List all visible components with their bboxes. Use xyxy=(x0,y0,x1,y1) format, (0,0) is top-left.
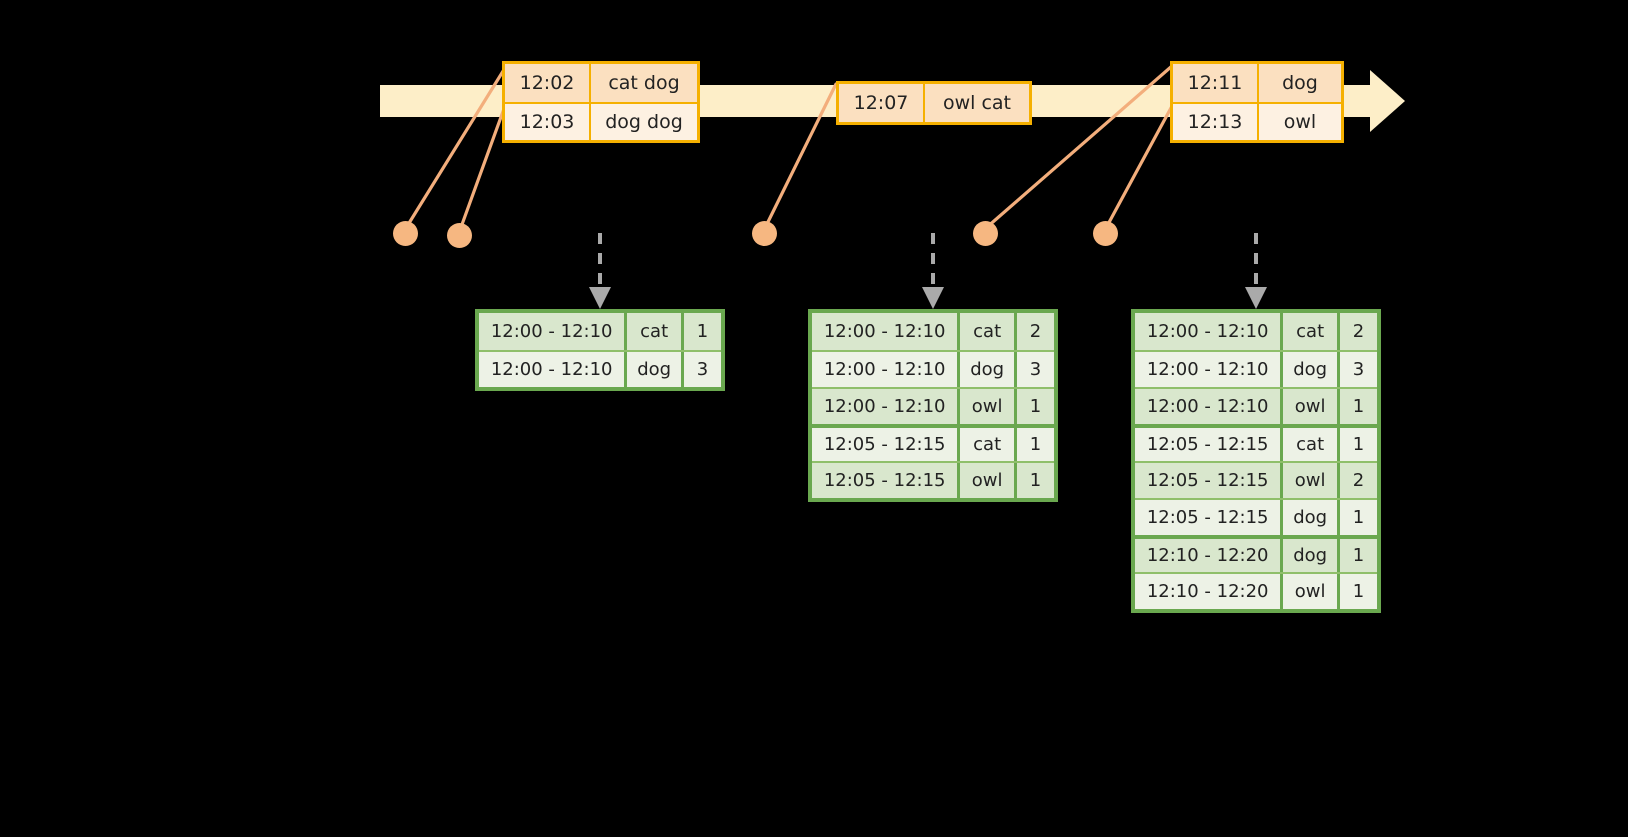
cell-count: 1 xyxy=(1352,507,1365,528)
cell-count: 1 xyxy=(1352,434,1365,455)
cell-count: 3 xyxy=(696,359,709,380)
event-time: 12:02 xyxy=(505,64,591,102)
table-row: 12:05 - 12:15 cat 1 xyxy=(812,424,1054,461)
cell-count: 1 xyxy=(1352,545,1365,566)
event-box-group-1[interactable]: 12:02 cat dog 12:03 dog dog xyxy=(502,61,700,143)
cell-word: cat xyxy=(960,428,1017,461)
table-row: 12:00 - 12:10 cat 1 xyxy=(479,313,721,350)
cell-count: 2 xyxy=(1352,470,1365,491)
cell-count: 2 xyxy=(1029,321,1042,342)
cell-word: owl xyxy=(960,463,1017,498)
cell-word: dog xyxy=(960,352,1017,387)
cell-word: cat xyxy=(1283,313,1340,350)
cell-word: cat xyxy=(960,313,1017,350)
event-dot-3 xyxy=(752,221,777,246)
cell-window: 12:05 - 12:15 xyxy=(1135,500,1284,535)
cell-window: 12:10 - 12:20 xyxy=(1135,574,1284,609)
cell-count: 3 xyxy=(1352,359,1365,380)
cell-window: 12:05 - 12:15 xyxy=(1135,428,1284,461)
cell-window: 12:05 - 12:15 xyxy=(812,428,961,461)
cell-window: 12:10 - 12:20 xyxy=(1135,539,1284,572)
cell-word: dog xyxy=(1283,352,1340,387)
table-row: 12:00 - 12:10 owl 1 xyxy=(812,387,1054,424)
result-table-3[interactable]: 12:00 - 12:10 cat 2 12:00 - 12:10 dog 3 … xyxy=(1131,309,1381,613)
event-words: dog dog xyxy=(605,111,683,133)
event-box-group-3[interactable]: 12:11 dog 12:13 owl xyxy=(1170,61,1344,143)
cell-window: 12:00 - 12:10 xyxy=(1135,313,1284,350)
table-row: 12:10 - 12:20 dog 1 xyxy=(1135,535,1377,572)
cell-window: 12:00 - 12:10 xyxy=(1135,352,1284,387)
table-row: 12:10 - 12:20 owl 1 xyxy=(1135,572,1377,609)
cell-count: 3 xyxy=(1029,359,1042,380)
cell-window: 12:05 - 12:15 xyxy=(812,463,961,498)
cell-word: owl xyxy=(1283,389,1340,424)
table-row: 12:00 - 12:10 dog 3 xyxy=(812,350,1054,387)
cell-word: cat xyxy=(1283,428,1340,461)
event-row: 12:02 cat dog xyxy=(505,64,697,102)
cell-word: cat xyxy=(627,313,684,350)
cell-window: 12:00 - 12:10 xyxy=(812,389,961,424)
event-words: owl cat xyxy=(942,92,1012,114)
table-row: 12:05 - 12:15 owl 1 xyxy=(812,461,1054,498)
event-row: 12:11 dog xyxy=(1173,64,1341,102)
result-table-1[interactable]: 12:00 - 12:10 cat 1 12:00 - 12:10 dog 3 xyxy=(475,309,725,391)
table-row: 12:00 - 12:10 cat 2 xyxy=(1135,313,1377,350)
cell-word: owl xyxy=(1283,574,1340,609)
event-time: 12:11 xyxy=(1173,64,1259,102)
event-dot-1 xyxy=(393,221,418,246)
table-row: 12:05 - 12:15 cat 1 xyxy=(1135,424,1377,461)
cell-count: 1 xyxy=(1029,470,1042,491)
event-words: dog xyxy=(1282,72,1318,94)
cell-count: 2 xyxy=(1352,321,1365,342)
table-row: 12:05 - 12:15 dog 1 xyxy=(1135,498,1377,535)
table-row: 12:00 - 12:10 dog 3 xyxy=(1135,350,1377,387)
event-box-group-2[interactable]: 12:07 owl cat xyxy=(836,81,1032,125)
event-dot-2 xyxy=(447,223,472,248)
event-time: 12:03 xyxy=(505,104,591,140)
cell-word: owl xyxy=(960,389,1017,424)
cell-word: dog xyxy=(1283,539,1340,572)
event-row: 12:03 dog dog xyxy=(505,102,697,140)
cell-window: 12:00 - 12:10 xyxy=(479,352,628,387)
cell-word: owl xyxy=(1283,463,1340,498)
event-words: cat dog xyxy=(608,72,680,94)
cell-word: dog xyxy=(1283,500,1340,535)
cell-window: 12:00 - 12:10 xyxy=(1135,389,1284,424)
event-words: owl xyxy=(1283,111,1317,133)
result-table-2[interactable]: 12:00 - 12:10 cat 2 12:00 - 12:10 dog 3 … xyxy=(808,309,1058,502)
event-time: 12:07 xyxy=(839,84,925,122)
cell-count: 1 xyxy=(1029,396,1042,417)
table-row: 12:00 - 12:10 owl 1 xyxy=(1135,387,1377,424)
event-row: 12:07 owl cat xyxy=(839,84,1029,122)
event-dot-4 xyxy=(973,221,998,246)
table-pointer-arrows xyxy=(589,233,1267,309)
table-row: 12:05 - 12:15 owl 2 xyxy=(1135,461,1377,498)
cell-count: 1 xyxy=(1352,396,1365,417)
table-row: 12:00 - 12:10 cat 2 xyxy=(812,313,1054,350)
cell-count: 1 xyxy=(1029,434,1042,455)
cell-count: 1 xyxy=(1352,581,1365,602)
table-row: 12:00 - 12:10 dog 3 xyxy=(479,350,721,387)
event-dot-5 xyxy=(1093,221,1118,246)
cell-window: 12:00 - 12:10 xyxy=(812,352,961,387)
cell-window: 12:00 - 12:10 xyxy=(812,313,961,350)
event-row: 12:13 owl xyxy=(1173,102,1341,140)
cell-word: dog xyxy=(627,352,684,387)
cell-window: 12:05 - 12:15 xyxy=(1135,463,1284,498)
event-time: 12:13 xyxy=(1173,104,1259,140)
cell-count: 1 xyxy=(696,321,709,342)
cell-window: 12:00 - 12:10 xyxy=(479,313,628,350)
